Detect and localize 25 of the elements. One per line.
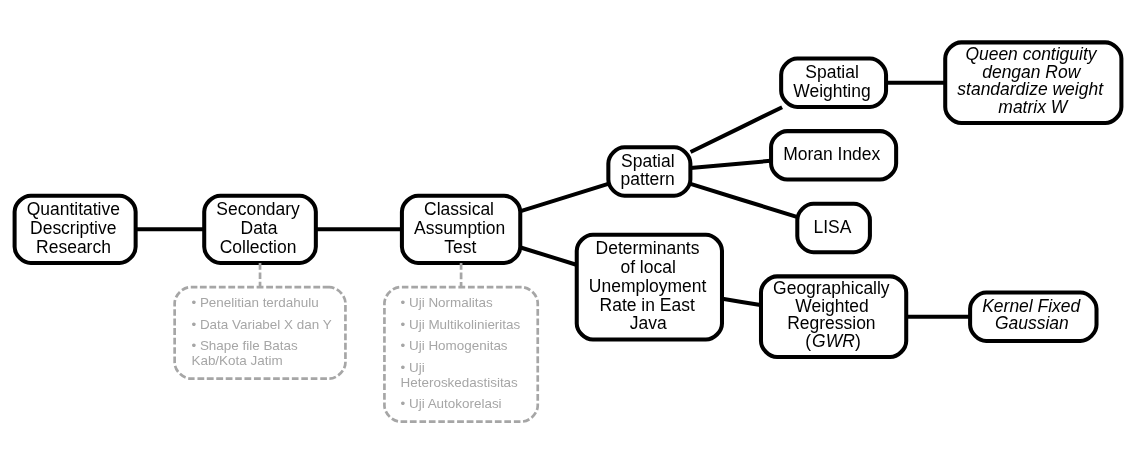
node-box: Classical Assumption Test (399, 193, 523, 265)
node-box: Spatial pattern (606, 145, 693, 198)
connector (722, 296, 761, 307)
node-box: Kernel Fixed Gaussian (968, 290, 1099, 343)
node-box: Quantitative Descriptive Research (12, 193, 138, 265)
connector (886, 80, 946, 85)
connector (906, 314, 970, 319)
node-box: Moran Index (769, 129, 899, 182)
connector (459, 263, 463, 287)
node-box: Determinants of local Unemployment Rate in East Java (574, 232, 724, 342)
node-box: • Uji Normalitas • Uji Multikolinieritas • Uji Homogenitas • Uji Heteroskedastisitas • Uji Autokorelasi (383, 285, 540, 423)
connector (316, 227, 402, 232)
node-box: Geographically Weighted Regression (GWR) (758, 274, 909, 360)
node-box: Secondary Data Collection (202, 193, 318, 265)
node-box: LISA (795, 201, 872, 255)
node-box: Queen contiguity dengan Row standardize weight matrix W (943, 40, 1124, 126)
connector (689, 105, 783, 154)
connector (136, 227, 204, 232)
node-box: Spatial Weighting (779, 56, 889, 109)
connector (689, 181, 798, 219)
connector (690, 158, 771, 170)
node-box: • Penelitian terdahulu • Data Variabel X dan Y • Shape file Batas Kab/Kota Jatim (173, 285, 347, 380)
connector (258, 262, 262, 287)
connector (520, 181, 609, 214)
connector (520, 245, 577, 267)
